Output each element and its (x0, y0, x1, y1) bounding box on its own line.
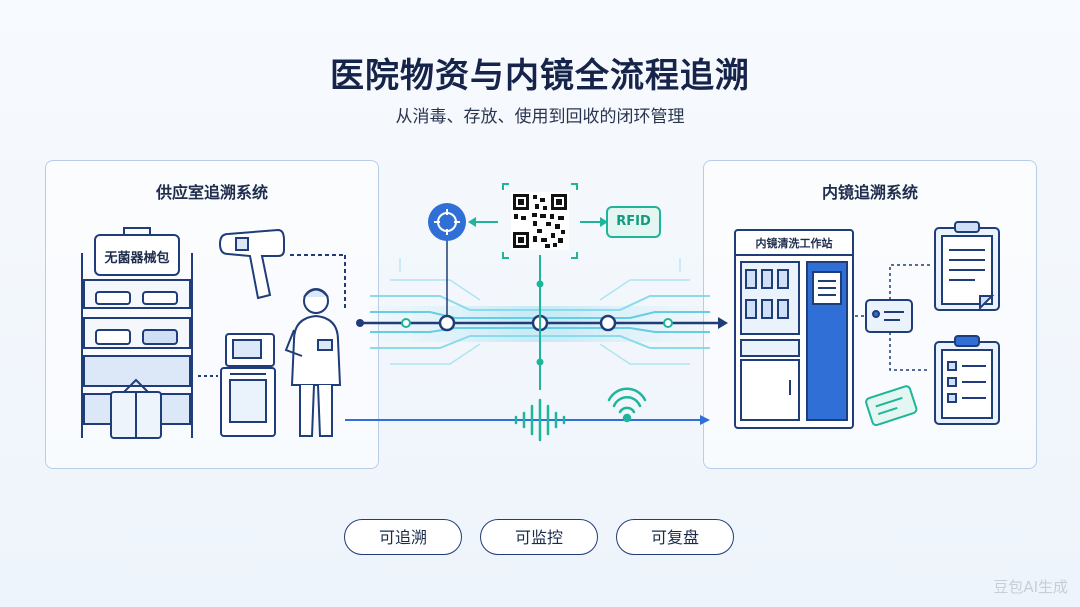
monitorable-pill[interactable]: 可监控 (480, 519, 598, 555)
clipboard-icon-bottom (934, 335, 1000, 425)
sign-board (94, 227, 180, 276)
signal-wave-icon (514, 398, 566, 442)
endoscope-title: 内镜追溯系统 (821, 183, 918, 202)
rfid-label: RFID (616, 214, 651, 229)
page-title: 医院物资与内镜全流程追溯 (330, 56, 750, 96)
barcode-scanner-icon (218, 228, 346, 310)
flow-start-dot (356, 319, 364, 327)
flow-node-small-1 (401, 318, 411, 328)
traceable-pill[interactable]: 可追溯 (344, 519, 462, 555)
wifi-signal-icon (607, 387, 647, 423)
flow-node-3 (599, 314, 617, 332)
watermark: 豆包AI生成 (993, 578, 1068, 596)
connector-lines (855, 264, 930, 371)
id-card-icon (865, 299, 913, 333)
sterile-shelf-icon (81, 253, 193, 438)
reviewable-pill[interactable]: 可复盘 (616, 519, 734, 555)
medical-staff-icon (284, 288, 342, 437)
flow-node-small-2 (663, 318, 673, 328)
target-icon (428, 203, 466, 241)
page-subtitle: 从消毒、存放、使用到回收的闭环管理 (395, 107, 685, 127)
cleaning-workstation-icon (734, 229, 854, 429)
flow-node-1 (438, 314, 456, 332)
shelf-sign-label: 无菌器械包 (104, 251, 170, 266)
package-icon (110, 378, 162, 439)
clipboard-icon-top (934, 221, 1000, 311)
rfid-tag-icon (606, 206, 661, 238)
workstation-label: 内镜清洗工作站 (755, 237, 833, 250)
rfid-card-icon (865, 385, 918, 427)
sterilizer-machine-icon (198, 333, 276, 437)
flow-arrow-head (718, 317, 728, 329)
supply-room-title: 供应室追溯系统 (155, 183, 268, 202)
qr-code-icon (502, 183, 578, 259)
